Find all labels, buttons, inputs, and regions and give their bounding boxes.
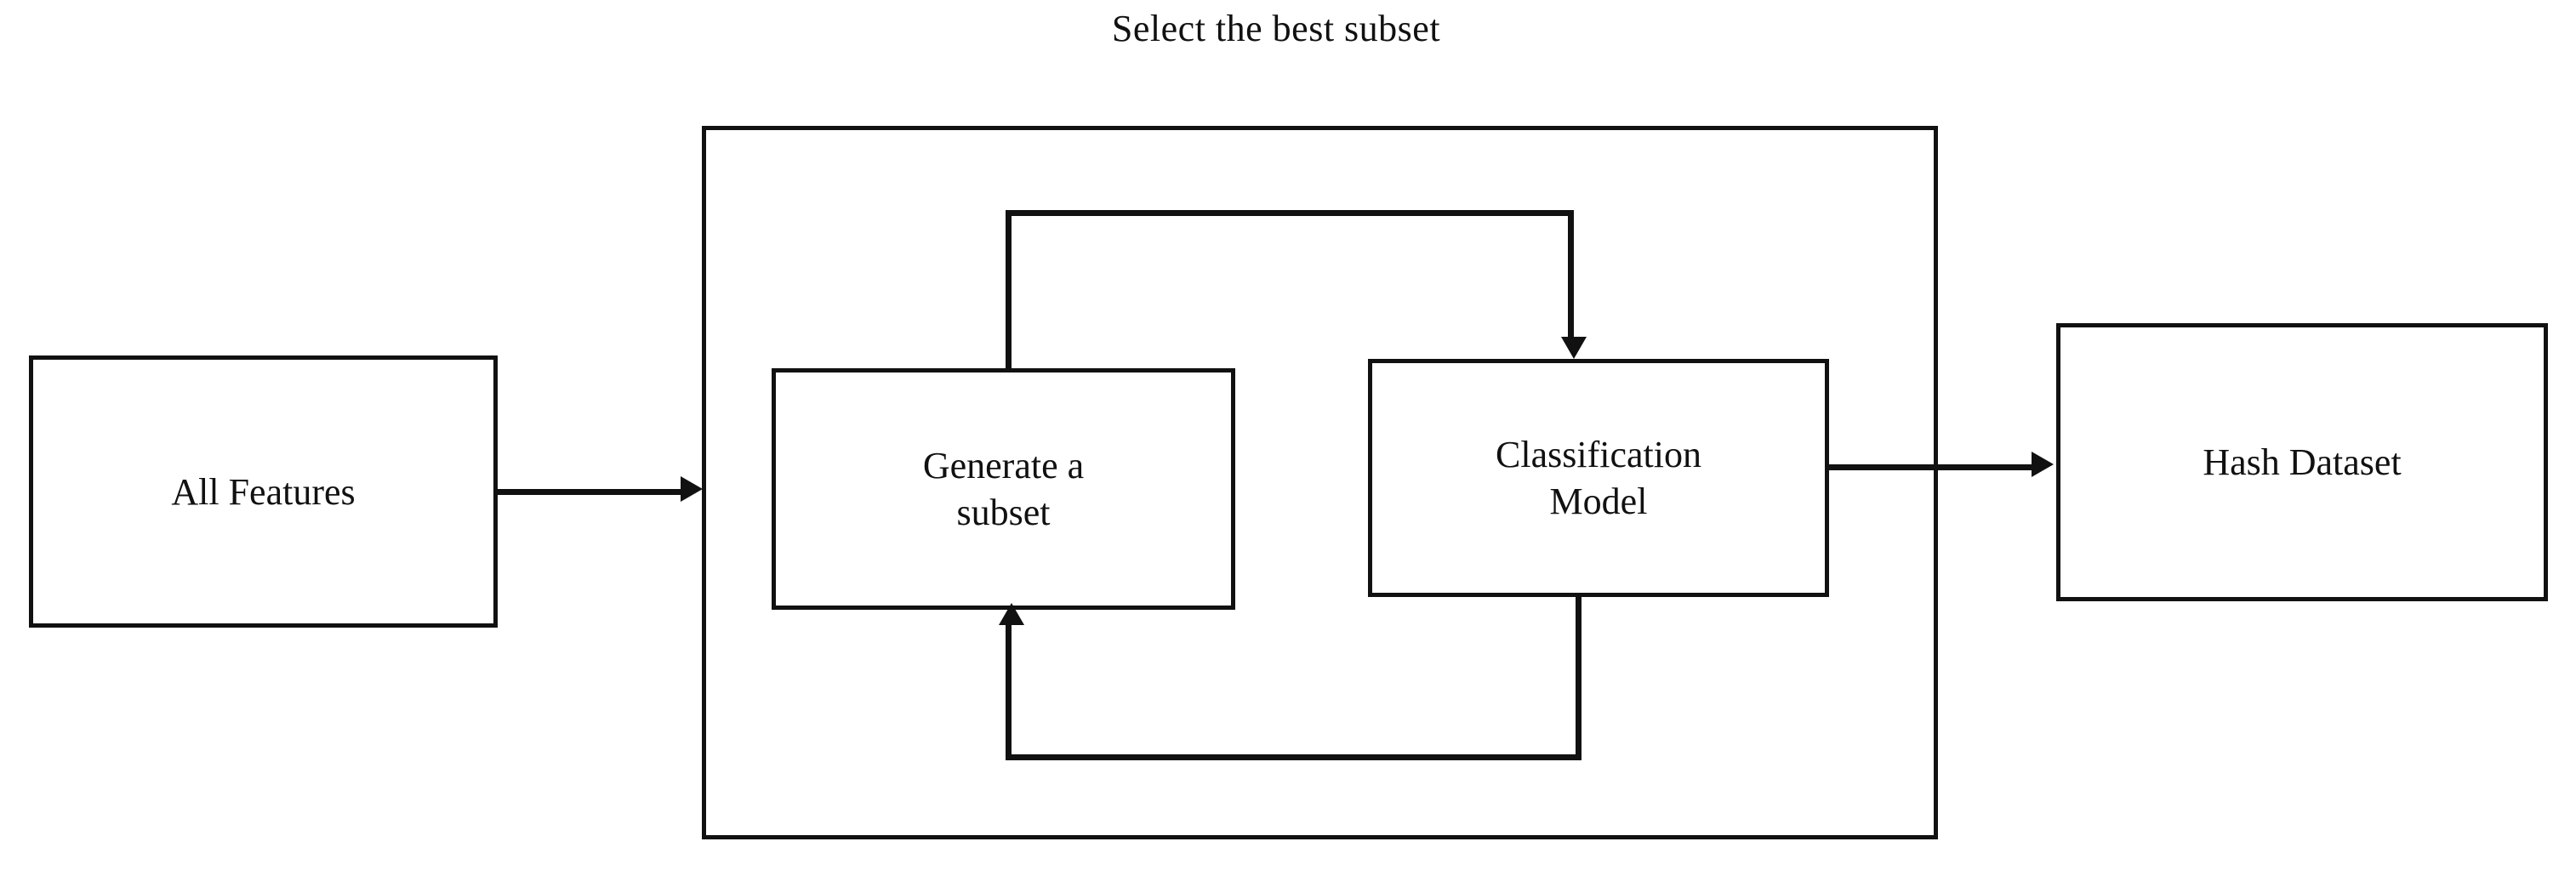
connector-generate-up-segment	[1006, 210, 1012, 372]
node-classification-model-label: Classification Model	[1496, 434, 1701, 522]
connector-up-into-generate	[1006, 625, 1012, 757]
node-all-features-label: All Features	[171, 470, 356, 513]
connector-container-to-hash-dataset	[1829, 464, 2033, 470]
arrowhead-into-container-icon	[681, 476, 703, 502]
node-classification-model[interactable]: Classification Model	[1368, 359, 1829, 597]
diagram-title-text: Select the best subset	[1111, 8, 1441, 49]
connector-down-into-classifier	[1568, 210, 1574, 341]
arrowhead-into-hash-dataset-icon	[2032, 452, 2054, 477]
node-hash-dataset[interactable]: Hash Dataset	[2056, 323, 2548, 601]
node-generate-subset[interactable]: Generate a subset	[772, 368, 1235, 610]
connector-classifier-down-segment	[1576, 597, 1582, 760]
connector-all-features-to-container	[498, 489, 683, 495]
arrowhead-into-generate-subset-icon	[999, 603, 1024, 625]
node-hash-dataset-label: Hash Dataset	[2203, 441, 2402, 483]
diagram-title: Select the best subset	[0, 5, 2576, 53]
node-all-features[interactable]: All Features	[29, 355, 498, 628]
arrowhead-into-classification-model-icon	[1561, 337, 1587, 359]
container-select-best-subset	[702, 126, 1938, 839]
connector-classifier-to-generate-bottom	[1006, 754, 1582, 760]
connector-generate-to-classifier-top	[1006, 210, 1574, 216]
node-generate-subset-label: Generate a subset	[922, 445, 1085, 533]
